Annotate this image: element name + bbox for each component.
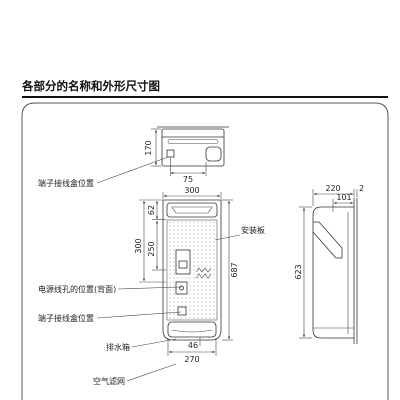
leader-air-filter: [126, 363, 177, 382]
front-view: [96, 192, 241, 382]
top-view-outlet: [205, 146, 222, 162]
leader-lower-terminal-box: [96, 311, 182, 319]
side-view-hand-slot: [312, 221, 343, 259]
label-top-terminal-box: 端子接线盒位置: [38, 178, 94, 188]
power-hole-box: [175, 281, 188, 295]
dim-270-text: 270: [184, 355, 199, 364]
dim-170-text: 170: [144, 140, 153, 155]
front-terminal-box-outline: [175, 249, 191, 275]
leader-drain-tank: [131, 338, 177, 348]
drain-tank: [167, 321, 217, 338]
label-power-hole: 电源线孔的位置(背面): [38, 284, 116, 294]
leader-mounting-plate: [214, 234, 241, 241]
dim-687-text: 687: [230, 262, 239, 277]
power-hole-icon: [179, 285, 184, 291]
label-drain-tank: 排水箱: [106, 342, 130, 352]
dim-46-text: 46: [188, 341, 198, 350]
dim-2-text: 2: [359, 184, 364, 193]
front-view-head: [166, 202, 218, 218]
top-view-slot: [167, 139, 219, 144]
top-view-terminal-box: [166, 149, 175, 158]
side-view: [299, 189, 358, 344]
leader-power-hole: [117, 286, 183, 290]
dim-220-text: 220: [325, 184, 340, 193]
mounting-plate: [166, 219, 218, 321]
top-view-body: [161, 128, 225, 167]
dim-300h-text: 300: [134, 238, 143, 253]
side-view-body: [312, 206, 354, 339]
drain-tank-line: [171, 329, 213, 333]
vent-zigzag-top: [195, 267, 212, 273]
vent-zigzag-bottom: [195, 273, 212, 279]
front-terminal-box-inner: [178, 260, 188, 269]
label-mounting-plate: 安装板: [241, 225, 265, 235]
dim-62-text: 62: [147, 205, 156, 215]
label-air-filter: 空气滤网: [93, 376, 125, 386]
front-view-hand-slot: [171, 206, 213, 214]
content-frame: [21, 102, 389, 400]
dim-101-text: 101: [336, 193, 351, 202]
top-view: [96, 126, 229, 184]
lower-terminal-box: [177, 306, 187, 316]
label-lower-terminal-box: 端子接线盒位置: [38, 313, 94, 323]
dim-623-text: 623: [294, 264, 303, 279]
dim-75-text: 75: [183, 175, 193, 184]
dim-300w-text: 300: [184, 186, 199, 195]
leader-top-terminal-box: [96, 156, 169, 184]
page-title: 各部分的名称和外形尺寸图: [21, 79, 160, 93]
dim-250-text: 250: [147, 241, 156, 256]
